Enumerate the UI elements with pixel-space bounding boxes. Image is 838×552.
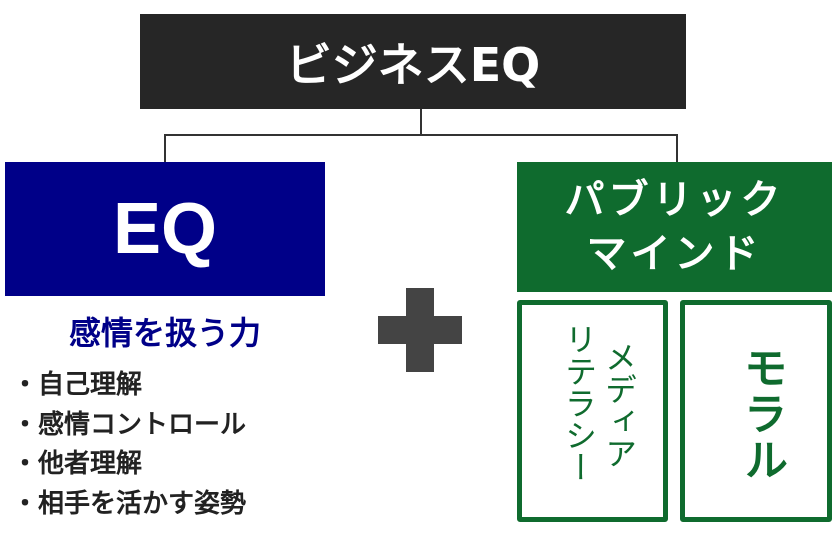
eq-label: EQ <box>112 189 218 269</box>
connector <box>676 134 678 162</box>
list-item: ・相手を活かす姿勢 <box>12 488 247 519</box>
connector <box>420 109 422 136</box>
media-literacy-col1: メディア <box>600 341 638 469</box>
connector <box>164 134 678 136</box>
eq-list: ・自己理解 ・感情コントロール ・他者理解 ・相手を活かす姿勢 <box>12 366 246 524</box>
eq-box: EQ <box>5 162 325 296</box>
title-box: ビジネスEQ <box>140 14 686 109</box>
media-literacy-col2: リテラシー <box>560 323 598 483</box>
plus-icon <box>406 288 434 372</box>
list-item: ・他者理解 <box>12 449 143 479</box>
media-literacy-box: メディア リテラシー <box>517 300 668 522</box>
public-mind-line1: パブリック <box>564 177 785 223</box>
public-mind-line2: マインド <box>586 231 763 277</box>
list-item: ・自己理解 <box>12 370 143 400</box>
connector <box>164 134 166 162</box>
moral-label: モラル <box>736 345 787 483</box>
eq-subtitle: 感情を扱う力 <box>68 314 261 352</box>
moral-box: モラル <box>680 300 832 522</box>
public-mind-box: パブリック マインド <box>517 162 832 292</box>
title: ビジネスEQ <box>285 37 541 92</box>
list-item: ・感情コントロール <box>12 409 247 440</box>
